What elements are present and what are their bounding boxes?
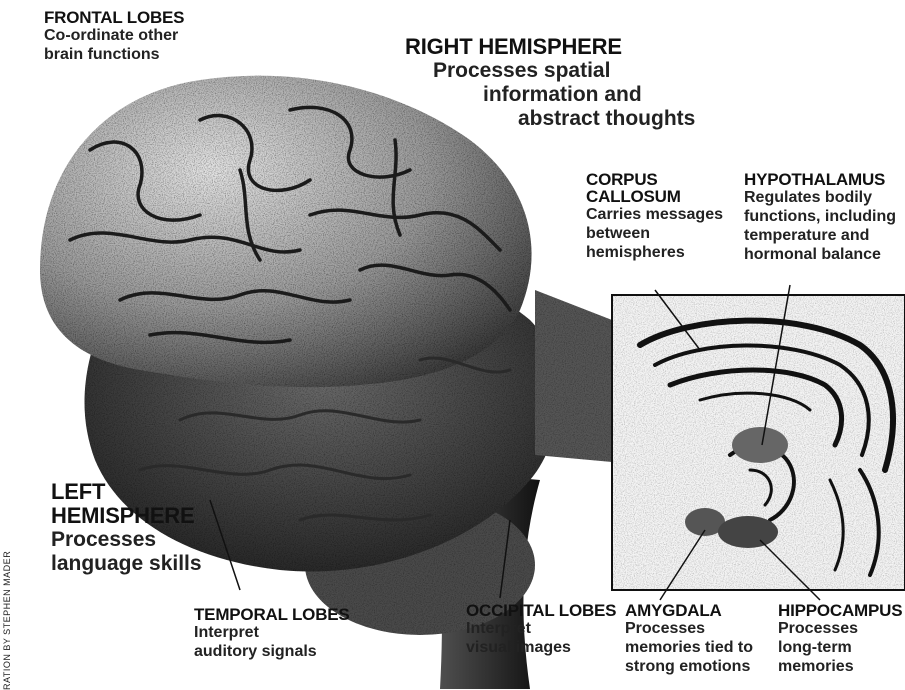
right-hemisphere-title: RIGHT HEMISPHERE: [405, 35, 695, 59]
occipital-lobes-label: OCCIPITAL LOBES Interpret visual images: [466, 602, 616, 657]
amygdala-title: AMYGDALA: [625, 602, 753, 619]
hypothalamus-title: HYPOTHALAMUS: [744, 171, 896, 188]
temporal-lobes-label: TEMPORAL LOBES Interpret auditory signal…: [194, 606, 350, 661]
left-hemisphere-title-1: LEFT: [51, 480, 202, 504]
left-hemisphere-desc-2: language skills: [51, 552, 202, 576]
corpus-callosum-title-1: CORPUS: [586, 171, 723, 188]
temporal-lobes-desc-2: auditory signals: [194, 642, 350, 661]
occipital-lobes-title: OCCIPITAL LOBES: [466, 602, 616, 619]
occipital-lobes-desc-2: visual images: [466, 638, 616, 657]
left-hemisphere-title-2: HEMISPHERE: [51, 504, 202, 528]
temporal-lobes-title: TEMPORAL LOBES: [194, 606, 350, 623]
left-hemisphere-desc-1: Processes: [51, 528, 202, 552]
hypothalamus-desc-1: Regulates bodily: [744, 188, 896, 207]
frontal-lobes-label: FRONTAL LOBES Co-ordinate other brain fu…: [44, 9, 184, 64]
hypothalamus-label: HYPOTHALAMUS Regulates bodily functions,…: [744, 171, 896, 264]
hippocampus-shape: [718, 516, 778, 548]
right-hemisphere-desc-1: Processes spatial: [405, 59, 695, 83]
right-hemisphere-label: RIGHT HEMISPHERE Processes spatial infor…: [405, 35, 695, 131]
hippocampus-desc-3: memories: [778, 657, 902, 676]
amygdala-desc-2: memories tied to: [625, 638, 753, 657]
temporal-lobes-desc-1: Interpret: [194, 623, 350, 642]
hypothalamus-desc-3: temperature and: [744, 226, 896, 245]
right-hemisphere-desc-3: abstract thoughts: [405, 107, 695, 131]
corpus-callosum-desc-2: between: [586, 224, 723, 243]
frontal-lobes-desc-1: Co-ordinate other: [44, 26, 184, 45]
amygdala-label: AMYGDALA Processes memories tied to stro…: [625, 602, 753, 676]
corpus-callosum-title-2: CALLOSUM: [586, 188, 723, 205]
hypothalamus-desc-2: functions, including: [744, 207, 896, 226]
hippocampus-label: HIPPOCAMPUS Processes long-term memories: [778, 602, 902, 676]
hippocampus-desc-2: long-term: [778, 638, 902, 657]
occipital-lobes-desc-1: Interpret: [466, 619, 616, 638]
frontal-lobes-title: FRONTAL LOBES: [44, 9, 184, 26]
corpus-callosum-label: CORPUS CALLOSUM Carries messages between…: [586, 171, 723, 262]
corpus-callosum-desc-1: Carries messages: [586, 205, 723, 224]
hippocampus-title: HIPPOCAMPUS: [778, 602, 902, 619]
illustration-credit: RATION BY STEPHEN MADER: [2, 551, 12, 690]
amygdala-desc-1: Processes: [625, 619, 753, 638]
left-hemisphere-label: LEFT HEMISPHERE Processes language skill…: [51, 480, 202, 576]
hippocampus-desc-1: Processes: [778, 619, 902, 638]
hypothalamus-desc-4: hormonal balance: [744, 245, 896, 264]
corpus-callosum-desc-3: hemispheres: [586, 243, 723, 262]
right-hemisphere-desc-2: information and: [405, 83, 695, 107]
amygdala-desc-3: strong emotions: [625, 657, 753, 676]
frontal-lobes-desc-2: brain functions: [44, 45, 184, 64]
